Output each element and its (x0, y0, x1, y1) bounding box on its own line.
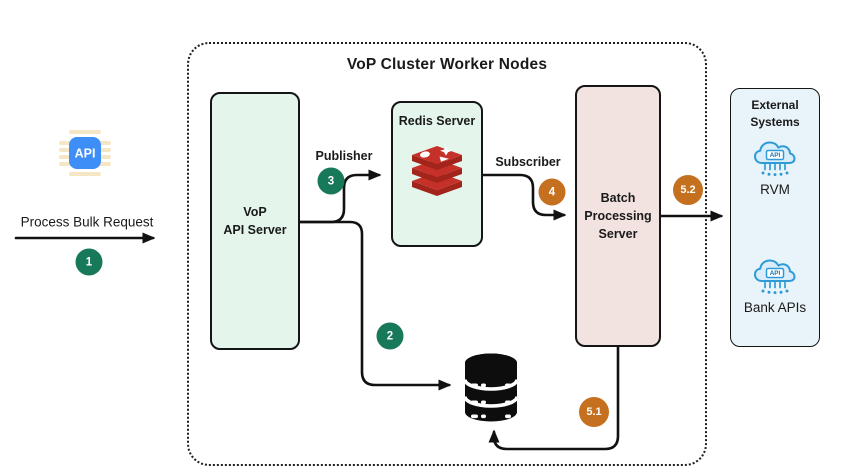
batch-server-label-line3: Server (598, 227, 638, 242)
step-2-badge: 2 (376, 322, 404, 350)
step-1-badge: 1 (75, 248, 103, 276)
batch-processing-server-node: Batch Processing Server (575, 85, 661, 347)
cloud-api-label-rvm: API (770, 152, 781, 159)
cloud-api-label-bank: API (770, 270, 781, 277)
subscriber-label: Subscriber (495, 155, 561, 169)
cloud-api-icon-bank: API (754, 259, 796, 295)
external-systems-title-line1: External (751, 98, 799, 112)
batch-server-label-line2: Processing (584, 208, 652, 223)
external-item-bank-apis-label: Bank APIs (743, 300, 807, 315)
vop-api-server-label-line2: API Server (223, 223, 287, 237)
step-4-badge: 4 (538, 178, 566, 206)
process-bulk-request-label: Process Bulk Request (20, 214, 154, 230)
external-systems-node: External Systems API RVM API (730, 88, 820, 347)
external-systems-title-line2: Systems (750, 115, 800, 130)
cluster-title: VoP Cluster Worker Nodes (346, 56, 548, 73)
edge-api-server-to-database (298, 220, 452, 391)
edge-subscriber (481, 173, 567, 221)
publisher-label: Publisher (315, 149, 373, 163)
redis-server-label: Redis Server (398, 114, 476, 128)
api-chip-label: API (75, 147, 96, 161)
external-item-rvm-label: RVM (760, 182, 790, 197)
step-3-badge: 3 (317, 167, 345, 195)
batch-server-label-line1: Batch (600, 190, 636, 205)
step-5-2-badge: 5.2 (673, 175, 703, 205)
redis-server-node: Redis Server (391, 101, 483, 247)
vop-cluster-container: VoP Cluster Worker Nodes (187, 42, 707, 466)
step-5-1-badge: 5.1 (579, 397, 609, 427)
vop-api-server-node: VoP API Server (210, 92, 300, 350)
edge-batch-to-database (488, 345, 620, 451)
database-icon (463, 353, 519, 422)
api-chip-icon: API (59, 130, 111, 176)
vop-api-server-label-line1: VoP (243, 204, 267, 219)
cloud-api-icon-rvm: API (754, 141, 796, 177)
redis-logo-icon (412, 146, 462, 197)
